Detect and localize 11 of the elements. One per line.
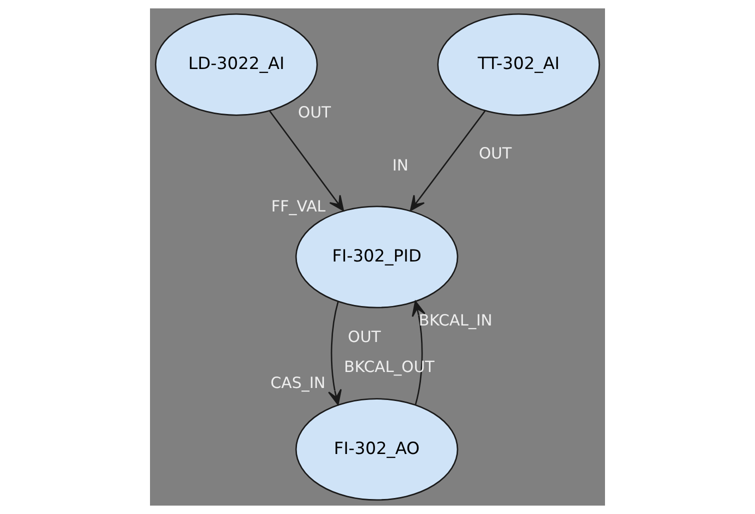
label: OUT xyxy=(478,144,512,163)
label: OUT xyxy=(348,328,381,346)
arrow xyxy=(412,300,426,405)
arrow xyxy=(328,301,342,406)
node-ellipse: FI-302_AO xyxy=(295,398,458,501)
arrow xyxy=(269,110,344,212)
arrow xyxy=(410,110,486,212)
label: BKCAL_IN xyxy=(418,312,492,330)
label: IN xyxy=(392,156,408,175)
node-ellipse: TT-302_AI xyxy=(437,13,600,116)
label: CAS_IN xyxy=(270,374,326,392)
